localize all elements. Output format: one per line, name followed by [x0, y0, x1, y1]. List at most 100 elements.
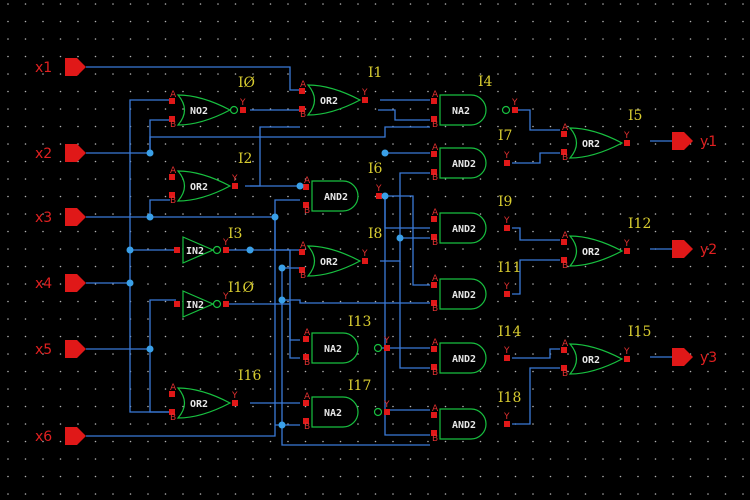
- input-pin[interactable]: [561, 347, 567, 353]
- output-port-y2[interactable]: y2: [672, 240, 717, 258]
- output-pin[interactable]: [362, 97, 368, 103]
- input-pin[interactable]: [169, 116, 175, 122]
- input-pin[interactable]: [299, 106, 305, 112]
- output-pin[interactable]: [512, 107, 518, 113]
- input-pin[interactable]: [299, 267, 305, 273]
- gate-type-label: OR2: [582, 247, 600, 258]
- input-pin[interactable]: [303, 184, 309, 190]
- input-pin[interactable]: [169, 409, 175, 415]
- port-label: y3: [700, 350, 717, 366]
- output-pin[interactable]: [504, 355, 510, 361]
- input-pin[interactable]: [561, 257, 567, 263]
- input-pin[interactable]: [303, 202, 309, 208]
- input-pin[interactable]: [431, 346, 437, 352]
- input-pin[interactable]: [561, 239, 567, 245]
- input-port-x2[interactable]: x2: [35, 144, 86, 162]
- input-pin[interactable]: [431, 169, 437, 175]
- gate-body: [568, 127, 624, 159]
- port-label: x4: [35, 276, 52, 292]
- output-pin[interactable]: [624, 248, 630, 254]
- input-pin[interactable]: [431, 234, 437, 240]
- input-pin[interactable]: [431, 216, 437, 222]
- input-pin[interactable]: [431, 282, 437, 288]
- output-pin[interactable]: [376, 193, 382, 199]
- input-pin[interactable]: [169, 391, 175, 397]
- output-pin[interactable]: [504, 160, 510, 166]
- output-pin[interactable]: [504, 291, 510, 297]
- pin-label: Y: [231, 391, 238, 401]
- input-port-x6[interactable]: x6: [35, 427, 86, 445]
- output-pin[interactable]: [362, 258, 368, 264]
- input-port-x5[interactable]: x5: [35, 340, 86, 358]
- input-pin[interactable]: [299, 249, 305, 255]
- input-pin[interactable]: [174, 301, 180, 307]
- output-pin[interactable]: [384, 409, 390, 415]
- input-pin[interactable]: [169, 98, 175, 104]
- instance-name: I17: [348, 378, 371, 394]
- gate-type-label: NA2: [452, 106, 470, 117]
- output-port-y3[interactable]: y3: [672, 348, 717, 366]
- input-pin[interactable]: [431, 98, 437, 104]
- input-pin[interactable]: [303, 336, 309, 342]
- input-pin[interactable]: [561, 365, 567, 371]
- input-pin[interactable]: [431, 300, 437, 306]
- output-pin[interactable]: [240, 107, 246, 113]
- input-pin[interactable]: [303, 400, 309, 406]
- wire-junction: [278, 264, 286, 272]
- output-pin[interactable]: [504, 225, 510, 231]
- wire: [378, 109, 430, 121]
- inversion-bubble: [373, 407, 383, 417]
- input-pin[interactable]: [431, 430, 437, 436]
- pin-label: A: [300, 241, 307, 251]
- input-pin[interactable]: [169, 192, 175, 198]
- output-pin[interactable]: [624, 356, 630, 362]
- port-shape: [65, 274, 86, 292]
- wire-junction: [146, 149, 154, 157]
- output-port-y1[interactable]: y1: [672, 132, 717, 150]
- input-pin[interactable]: [303, 354, 309, 360]
- output-pin[interactable]: [624, 140, 630, 146]
- instance-name: I16: [238, 368, 261, 384]
- output-pin[interactable]: [232, 183, 238, 189]
- input-pin[interactable]: [299, 88, 305, 94]
- input-pin[interactable]: [431, 151, 437, 157]
- output-pin[interactable]: [223, 301, 229, 307]
- input-port-x3[interactable]: x3: [35, 208, 86, 226]
- gate-type-label: AND2: [452, 159, 476, 170]
- input-pin[interactable]: [431, 364, 437, 370]
- input-pin[interactable]: [561, 131, 567, 137]
- input-pin[interactable]: [303, 418, 309, 424]
- input-pin[interactable]: [174, 247, 180, 253]
- output-pin[interactable]: [232, 400, 238, 406]
- input-pin[interactable]: [561, 149, 567, 155]
- input-pin[interactable]: [431, 412, 437, 418]
- input-port-x1[interactable]: x1: [35, 58, 86, 76]
- input-pin[interactable]: [431, 116, 437, 122]
- pin-label: A: [170, 383, 177, 393]
- output-pin[interactable]: [384, 345, 390, 351]
- input-port-x4[interactable]: x4: [35, 274, 86, 292]
- output-pin[interactable]: [223, 247, 229, 253]
- input-pin[interactable]: [169, 174, 175, 180]
- pin-label: A: [304, 176, 311, 186]
- output-pin[interactable]: [504, 421, 510, 427]
